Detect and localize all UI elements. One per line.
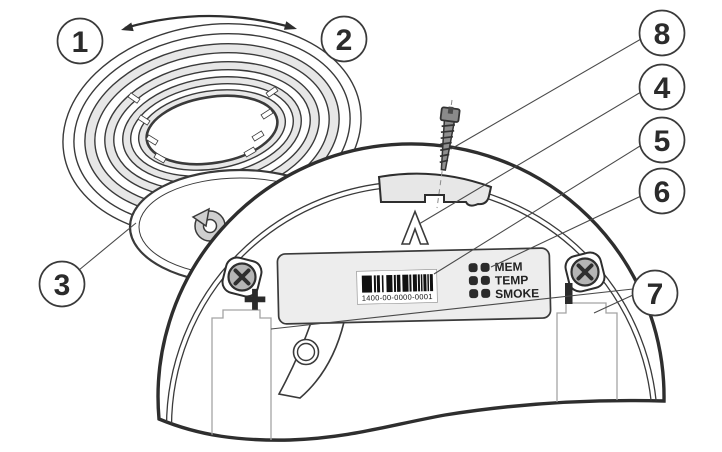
rotation-direction-arrow — [121, 14, 297, 32]
leader-3 — [78, 222, 137, 271]
callout-7-number: 7 — [647, 278, 664, 311]
leader-5 — [433, 145, 641, 275]
callout-4-number: 4 — [654, 72, 671, 105]
indicator-dot-matrix — [468, 262, 491, 299]
product-label: 1400-00-0000-0001 MEM TEMP SMOKE — [276, 247, 552, 325]
phillips-cross-icon — [233, 268, 251, 286]
leader-8 — [450, 38, 642, 150]
callout-3: 3 — [38, 260, 86, 308]
arrowhead-left — [121, 22, 134, 32]
callouts: 1 2 3 8 4 5 6 7 — [38, 9, 686, 317]
alignment-caret-icon — [400, 209, 430, 245]
callout-2: 2 — [320, 15, 368, 63]
leader-7b — [593, 294, 634, 314]
callout-8-number: 8 — [654, 18, 671, 51]
screw-slot — [447, 106, 454, 115]
indicator-label-mem: MEM — [494, 260, 522, 275]
indicator-label-smoke: SMOKE — [495, 286, 539, 301]
leader-4 — [418, 91, 642, 225]
callout-2-number: 2 — [336, 24, 353, 57]
battery-compartment-right — [556, 302, 618, 402]
callout-8: 8 — [638, 9, 686, 57]
indicator-label-temp: TEMP — [495, 273, 529, 288]
battery-positive-marker: + — [244, 279, 266, 321]
callout-1: 1 — [56, 17, 104, 65]
callout-7: 7 — [631, 269, 679, 317]
callout-6-number: 6 — [654, 176, 671, 209]
battery-strap — [277, 319, 346, 399]
arrowhead-right — [283, 21, 297, 30]
leader-7a — [270, 288, 634, 330]
phillips-cross-icon — [576, 263, 594, 281]
callout-5: 5 — [638, 116, 686, 164]
vent-slits — [127, 86, 279, 164]
leader-lines — [78, 38, 642, 330]
callout-4: 4 — [638, 63, 686, 111]
fixing-screw-left — [221, 256, 263, 298]
callout-5-number: 5 — [654, 125, 671, 158]
leader-6 — [490, 195, 642, 268]
detector-base-cutaway: 1400-00-0000-0001 MEM TEMP SMOKE — [156, 99, 666, 442]
fixing-screw-right — [564, 251, 606, 293]
barcode: 1400-00-0000-0001 — [356, 269, 438, 305]
callout-3-number: 3 — [54, 269, 71, 302]
callout-6: 6 — [638, 167, 686, 215]
battery-negative-marker — [565, 283, 573, 304]
barcode-number: 1400-00-0000-0001 — [362, 292, 433, 303]
callout-1-number: 1 — [72, 26, 89, 59]
mounting-screw — [439, 106, 461, 171]
battery-compartment-left — [211, 309, 272, 440]
